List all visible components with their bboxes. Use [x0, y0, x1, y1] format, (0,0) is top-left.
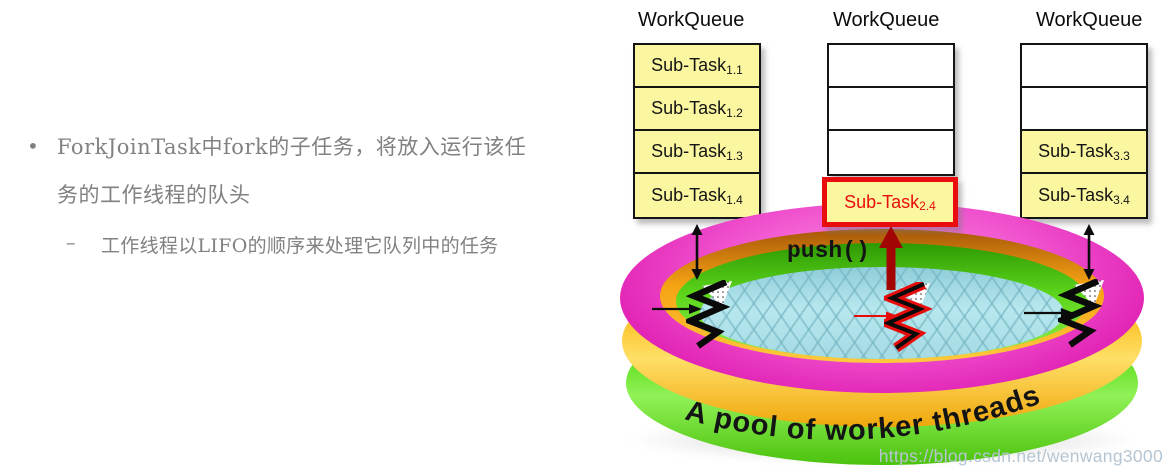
push-up-arrow-icon	[879, 226, 903, 290]
take-arrow-left-icon	[652, 304, 702, 314]
workqueue-table-2	[827, 43, 955, 176]
pool-caption-text: A pool of worker threads	[682, 379, 1043, 447]
bullet-text-line-1: ForkJoinTask中fork的子任务，将放入运行该任	[57, 135, 527, 159]
workqueue-label-3: WorkQueue	[1036, 9, 1143, 31]
workqueue-label-2: WorkQueue	[833, 9, 940, 31]
sub-bullet-marker: –	[66, 232, 76, 254]
workqueue-label-1: WorkQueue	[638, 9, 745, 31]
worker-thread-right-icon	[1058, 279, 1104, 348]
queue3-cell-1	[1022, 45, 1146, 88]
push-label: push()	[787, 238, 870, 264]
pool-caption: A pool of worker threads	[682, 379, 1044, 447]
cell-label: Sub-Task	[1038, 141, 1114, 161]
queue2-cell-3	[829, 131, 953, 174]
bullet-text: ForkJoinTask中fork的子任务，将放入运行该任 务的工作线程的队头	[57, 123, 577, 219]
cell-label: Sub-Task	[1038, 185, 1114, 205]
deque-double-arrow-right-icon	[1083, 224, 1095, 280]
sub-bullet-text: 工作线程以LIFO的顺序来处理它队列中的任务	[101, 235, 499, 257]
queue2-cell-1	[829, 45, 953, 88]
bullet-text-line-2: 务的工作线程的队头	[57, 183, 251, 207]
cell-label: Sub-Task	[844, 191, 920, 212]
cell-label: Sub-Task	[651, 98, 727, 118]
cell-label: Sub-Task	[651, 185, 727, 205]
watermark: https://blog.csdn.net/wenwang3000	[878, 446, 1163, 466]
worker-thread-middle-icon	[884, 282, 932, 352]
svg-text:A pool of worker threads: A pool of worker threads	[682, 379, 1044, 447]
queue2-cell-2	[829, 88, 953, 131]
cell-label: Sub-Task	[651, 55, 727, 75]
worker-thread-left-icon	[686, 280, 732, 349]
bullet-marker: •	[27, 134, 39, 158]
deque-double-arrow-left-icon	[691, 224, 703, 280]
pool-water	[700, 267, 1064, 359]
cell-label: Sub-Task	[651, 141, 727, 161]
queue3-cell-2	[1022, 88, 1146, 131]
